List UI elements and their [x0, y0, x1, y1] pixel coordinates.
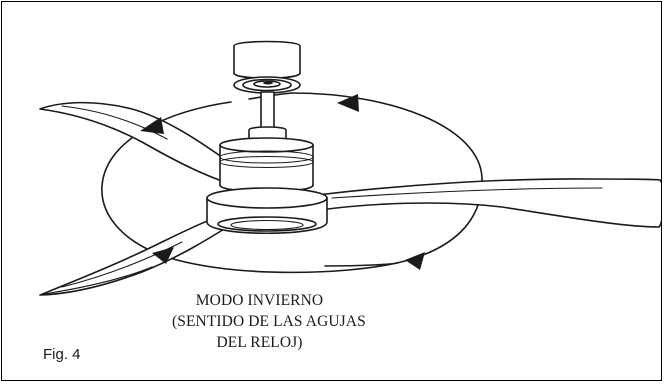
ceiling-fan-illustration: [39, 40, 661, 296]
figure-label: Fig. 4: [43, 346, 81, 363]
fan-blade-lower: [39, 212, 238, 296]
clockwise-arrow-icon: [140, 94, 425, 270]
caption-line-1: MODO INVIERNO: [195, 292, 324, 309]
fan-light-kit: [206, 187, 328, 234]
caption-line-2: (SENTIDO DE LAS AGUJAS: [172, 313, 366, 330]
caption-line-3: DEL RELOJ): [216, 334, 303, 351]
fan-downrod: [260, 91, 275, 130]
fan-motor-housing: [219, 126, 314, 193]
fan-blade-right: [316, 178, 661, 228]
mode-caption: MODO INVIERNO (SENTIDO DE LAS AGUJAS DEL…: [172, 290, 366, 353]
fan-canopy: [233, 40, 301, 94]
